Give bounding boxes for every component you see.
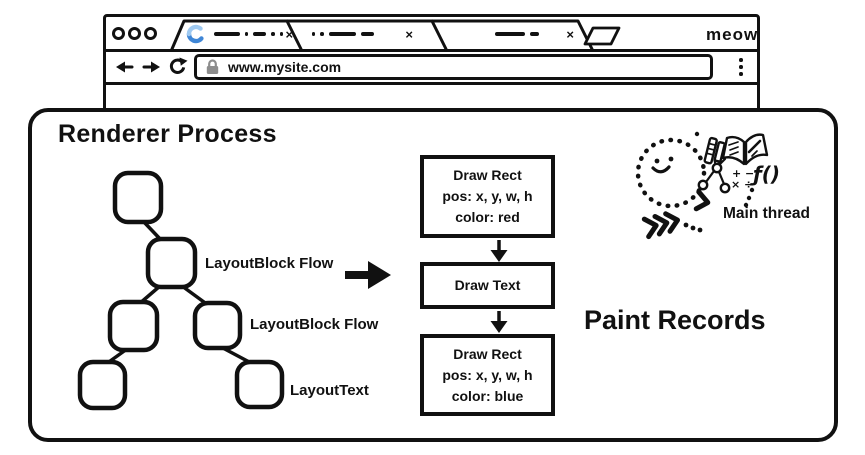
browser-window: × × × meow	[103, 14, 760, 114]
window-control-button[interactable]	[128, 27, 141, 40]
paint-record-box: Draw Rect pos: x, y, w, h color: red	[420, 155, 555, 238]
back-button[interactable]	[116, 60, 134, 74]
lock-icon	[206, 59, 219, 74]
eye-dot	[654, 158, 660, 164]
main-thread-label: Main thread	[723, 205, 810, 222]
reload-icon	[169, 57, 188, 74]
record-line: Draw Text	[454, 277, 521, 293]
book-icon	[721, 133, 769, 166]
tab-strip: × × × meow	[106, 17, 757, 52]
chevron-icon	[693, 189, 711, 212]
layout-node	[234, 359, 285, 410]
address-bar[interactable]: www.mysite.com	[194, 54, 713, 80]
math-symbols: × ÷	[731, 178, 753, 191]
tab-close-button[interactable]: ×	[405, 26, 413, 42]
forward-arrow-icon	[142, 61, 160, 73]
record-line: Draw Rect	[453, 167, 522, 183]
paint-record-box: Draw Text	[420, 262, 555, 309]
down-arrow	[490, 311, 508, 333]
paint-record-box: Draw Rect pos: x, y, w, h color: blue	[420, 334, 555, 416]
pencils-icon	[703, 136, 726, 168]
window-controls	[112, 27, 157, 40]
layout-node-label: LayoutBlock Flow	[250, 316, 379, 333]
tab-1[interactable]: ×	[186, 23, 294, 45]
record-line: pos: x, y, w, h	[442, 366, 533, 383]
record-line: Draw Rect	[453, 345, 522, 362]
layout-node	[145, 236, 198, 290]
layout-node-label: LayoutBlock Flow	[205, 255, 334, 272]
layout-node	[192, 300, 243, 351]
trail-dot	[743, 202, 749, 208]
math-symbols: + −	[732, 167, 754, 180]
eye-dot	[668, 156, 674, 162]
menu-button[interactable]	[739, 58, 743, 76]
new-tab-button[interactable]	[583, 26, 621, 46]
tab-title-placeholder	[309, 32, 376, 36]
tab-title-placeholder	[492, 32, 541, 36]
layout-node	[77, 359, 128, 411]
back-arrow-icon	[116, 61, 134, 73]
artist-signature: meow	[706, 25, 759, 44]
record-line: pos: x, y, w, h	[442, 188, 533, 204]
layout-node-label: LayoutText	[290, 382, 369, 399]
triple-chevron-icon	[641, 211, 681, 240]
trail-dot	[694, 131, 700, 137]
tab-title-placeholder	[211, 32, 286, 36]
tab-outlines	[170, 19, 621, 51]
record-line: color: blue	[451, 387, 524, 404]
loading-spinner-icon	[186, 24, 204, 44]
forward-button[interactable]	[142, 60, 160, 74]
smile-mouth	[651, 165, 671, 174]
trail-dot	[746, 195, 752, 201]
function-glyph: ƒ()	[749, 162, 780, 186]
tab-3[interactable]: ×	[492, 23, 574, 45]
window-control-button[interactable]	[144, 27, 157, 40]
tab-close-button[interactable]: ×	[566, 26, 574, 42]
layout-node	[112, 170, 164, 225]
trail-dot	[697, 227, 703, 233]
tab-close-button[interactable]: ×	[285, 26, 294, 42]
dotted-face-icon	[635, 137, 707, 209]
down-arrow	[490, 240, 508, 262]
reload-button[interactable]	[168, 57, 188, 77]
record-line: color: red	[455, 209, 520, 225]
url-text: www.mysite.com	[228, 59, 342, 75]
flow-arrow	[345, 261, 391, 289]
main-thread-character: + − × ÷ ƒ()	[635, 131, 780, 240]
window-control-button[interactable]	[112, 27, 125, 40]
layout-node	[107, 299, 160, 353]
layout-tree-diagram	[77, 170, 391, 411]
paint-records-heading: Paint Records	[584, 305, 766, 335]
dom-tree-icon	[697, 157, 731, 194]
trail-dot	[749, 187, 755, 193]
trail-dot	[683, 222, 689, 228]
panel-title: Renderer Process	[58, 120, 277, 148]
tab-2[interactable]: ×	[309, 23, 413, 45]
renderer-process-panel: Renderer Process LayoutBlock Flow Layout…	[28, 108, 838, 442]
trail-dot	[690, 225, 696, 231]
browser-toolbar: www.mysite.com	[106, 52, 757, 85]
